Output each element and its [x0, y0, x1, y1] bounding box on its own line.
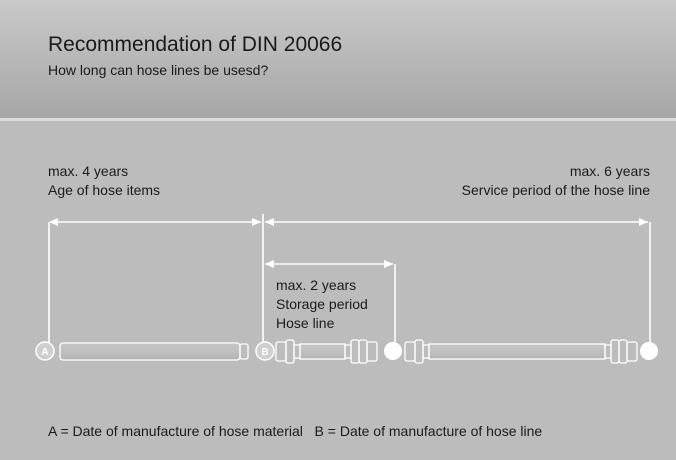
age-desc: Age of hose items — [48, 182, 161, 198]
storage-desc: Storage period — [276, 296, 368, 312]
header-band — [0, 0, 676, 118]
storage-desc-2: Hose line — [276, 315, 335, 331]
header-divider — [0, 118, 676, 121]
storage-label: max. 2 years Storage period Hose line — [276, 276, 368, 333]
marker-a-text: A — [41, 347, 48, 358]
marker-b-text: B — [261, 347, 268, 358]
service-bracket — [265, 218, 651, 343]
legend-b: B = Date of manufacture of hose line — [314, 423, 543, 439]
service-max: max. 6 years — [569, 163, 650, 179]
age-bracket — [48, 214, 264, 343]
storage-bracket — [265, 260, 396, 343]
hose-material-tube — [59, 342, 249, 361]
page-title: Recommendation of DIN 20066 — [48, 33, 343, 56]
age-label: max. 4 years Age of hose items — [48, 162, 160, 200]
age-max: max. 4 years — [48, 163, 129, 179]
page-subtitle: How long can hose lines be usesd? — [48, 62, 269, 78]
service-desc: Service period of the hose line — [461, 182, 650, 198]
diagram-area — [0, 121, 676, 460]
legend-a: A = Date of manufacture of hose material — [48, 423, 303, 439]
legend: A = Date of manufacture of hose material… — [48, 423, 542, 439]
storage-end-circle — [384, 342, 402, 360]
marker-b: B — [255, 341, 275, 361]
service-end-circle — [640, 342, 658, 360]
service-label: max. 6 years Service period of the hose … — [462, 162, 650, 200]
hose-line — [275, 339, 638, 364]
marker-a: A — [35, 341, 55, 361]
storage-max: max. 2 years — [276, 277, 357, 293]
